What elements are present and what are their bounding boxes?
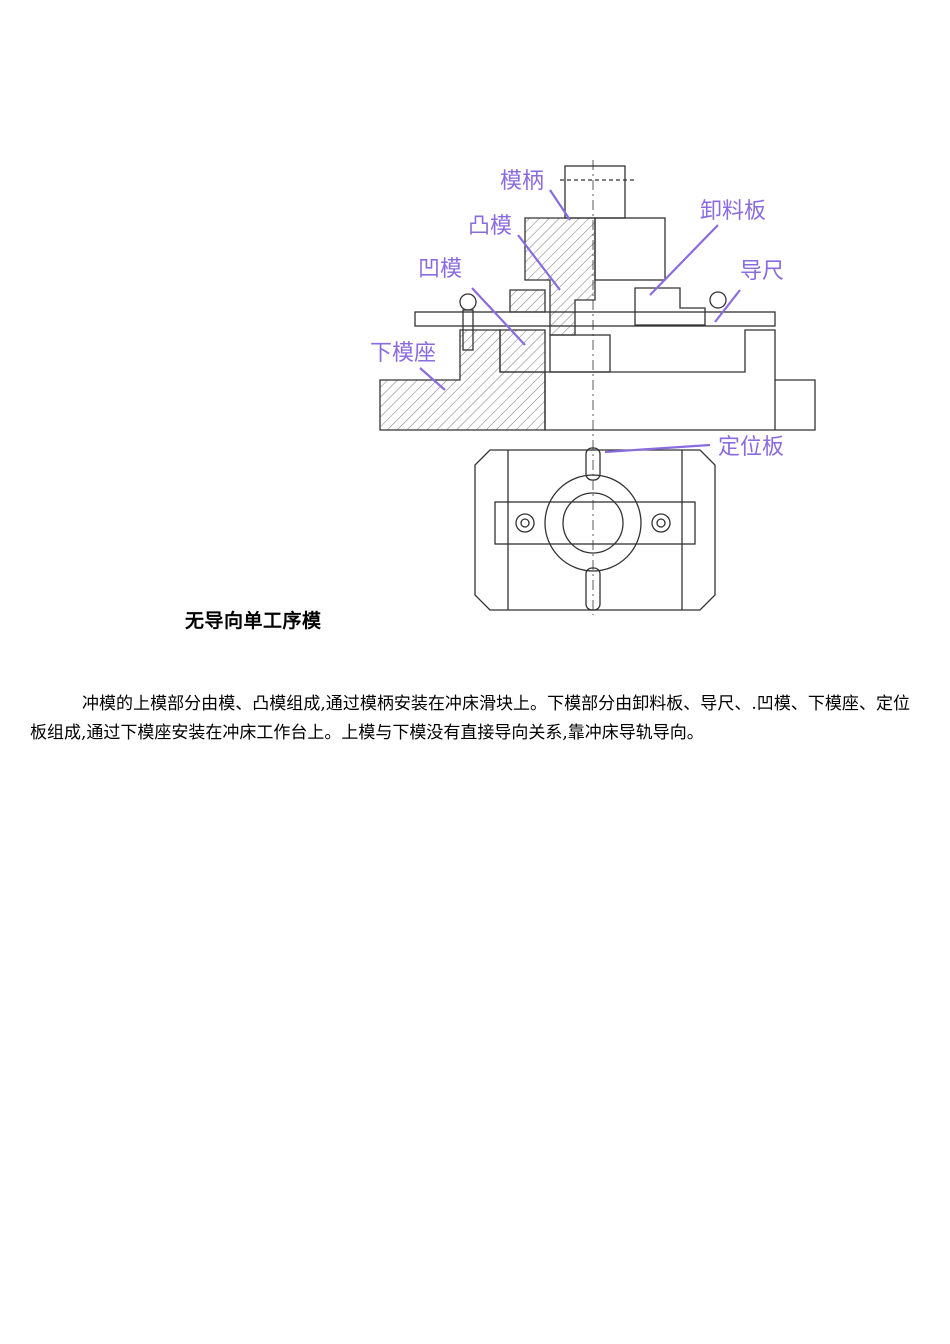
plate-outline <box>474 449 716 611</box>
body-paragraph: 冲模的上模部分由模、凸模组成,通过模柄安装在冲床滑块上。下模部分由卸料板、导尺、… <box>30 694 910 743</box>
punch-shape <box>524 217 596 336</box>
stripper-plate-shape <box>634 287 706 326</box>
label-lower-die-seat: 下模座 <box>370 341 436 366</box>
label-punch: 凸模 <box>468 214 512 239</box>
label-die-handle: 模柄 <box>500 169 544 194</box>
lower-die-seat-shape <box>379 329 546 431</box>
bolt-left <box>515 513 535 533</box>
upper-block <box>594 217 666 281</box>
callout-leaders <box>419 189 741 454</box>
screw-right <box>709 291 727 309</box>
label-locating-plate: 定位板 <box>718 435 784 460</box>
label-stripper-plate: 卸料板 <box>700 199 766 224</box>
screw-left <box>459 293 477 311</box>
section-view <box>379 160 816 440</box>
label-guide-rail: 导尺 <box>740 259 784 284</box>
plan-view <box>474 440 716 615</box>
figure-caption: 无导向单工序模 <box>185 610 322 632</box>
die-handle-shape <box>564 165 626 219</box>
die-drawing-figure: 模柄 凸模 卸料板 凹模 导尺 下模座 定位板 <box>370 160 816 615</box>
stripper-bar <box>494 501 696 545</box>
die-shape <box>499 329 546 373</box>
ring-inner <box>562 492 624 554</box>
guide-rail-strip <box>414 311 776 327</box>
bolt-right <box>651 513 671 533</box>
label-die: 凹模 <box>418 257 462 282</box>
